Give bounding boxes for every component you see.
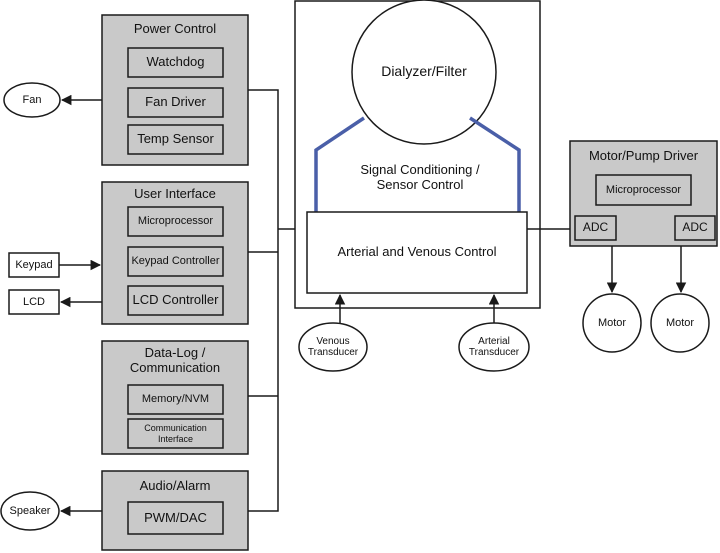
- blue-link-left: [314, 116, 365, 212]
- motor-left-label: Motor: [597, 316, 627, 329]
- dialyzer-label: Dialyzer/Filter: [381, 62, 467, 79]
- comm-interface-label: Communication Interface: [144, 423, 207, 444]
- arterial-transducer-label: Arterial Transducer: [468, 335, 520, 359]
- lcd-controller-box: [127, 285, 224, 316]
- motor-right-circle: [650, 293, 710, 353]
- memory-nvm-box: [127, 384, 224, 415]
- memory-nvm-label: Memory/NVM: [141, 393, 210, 406]
- fan-label: Fan: [22, 93, 42, 106]
- motor-right-label: Motor: [665, 316, 695, 329]
- data-log-title: Data-Log / Communication: [129, 345, 221, 375]
- ui-microprocessor-label: Microprocessor: [137, 215, 214, 228]
- pwm-dac-label: PWM/DAC: [144, 509, 207, 525]
- adc-left-box: [574, 215, 617, 241]
- motor-left-circle: [582, 293, 642, 353]
- dialyzer-circle: [351, 0, 497, 145]
- power-control-title: Power Control: [133, 20, 217, 36]
- user-interface-title: User Interface: [134, 185, 216, 201]
- lcd-controller-label: LCD Controller: [132, 292, 219, 308]
- motor-microprocessor-label: Microprocessor: [605, 183, 682, 196]
- keypad-controller-box: [127, 246, 224, 277]
- keypad-label: Keypad: [15, 258, 53, 271]
- adc-left-label: ADC: [582, 220, 609, 235]
- speaker-ellipse: [0, 491, 60, 531]
- temp-sensor-label: Temp Sensor: [137, 131, 214, 147]
- watchdog-box: [127, 47, 224, 78]
- keypad-controller-label: Keypad Controller: [131, 255, 220, 268]
- watchdog-label: Watchdog: [146, 54, 205, 70]
- venous-transducer-ellipse: [298, 322, 368, 372]
- motor-pump-title: Motor/Pump Driver: [588, 147, 699, 163]
- arterial-venous-control-label: Arterial and Venous Control: [337, 244, 497, 260]
- speaker-label: Speaker: [9, 504, 51, 517]
- adc-right-box: [674, 215, 716, 241]
- bus-line: [248, 89, 279, 512]
- temp-sensor-box: [127, 124, 224, 155]
- audio-alarm-title: Audio/Alarm: [139, 477, 211, 493]
- signal-conditioning-label: Signal Conditioning / Sensor Control: [360, 162, 480, 192]
- arterial-venous-control-box: [306, 211, 528, 294]
- comm-interface-box: [127, 418, 224, 449]
- fan-driver-label: Fan Driver: [145, 94, 206, 110]
- ui-microprocessor-box: [127, 206, 224, 237]
- venous-transducer-label: Venous Transducer: [307, 335, 359, 359]
- pwm-dac-box: [127, 501, 224, 535]
- keypad-box: [8, 252, 60, 278]
- motor-microprocessor-box: [595, 174, 692, 206]
- adc-right-label: ADC: [682, 220, 708, 235]
- fan-ellipse: [3, 82, 61, 118]
- lcd-box: [8, 289, 60, 315]
- blue-link-right: [469, 116, 521, 212]
- lcd-label: LCD: [22, 295, 45, 308]
- fan-driver-box: [127, 87, 224, 118]
